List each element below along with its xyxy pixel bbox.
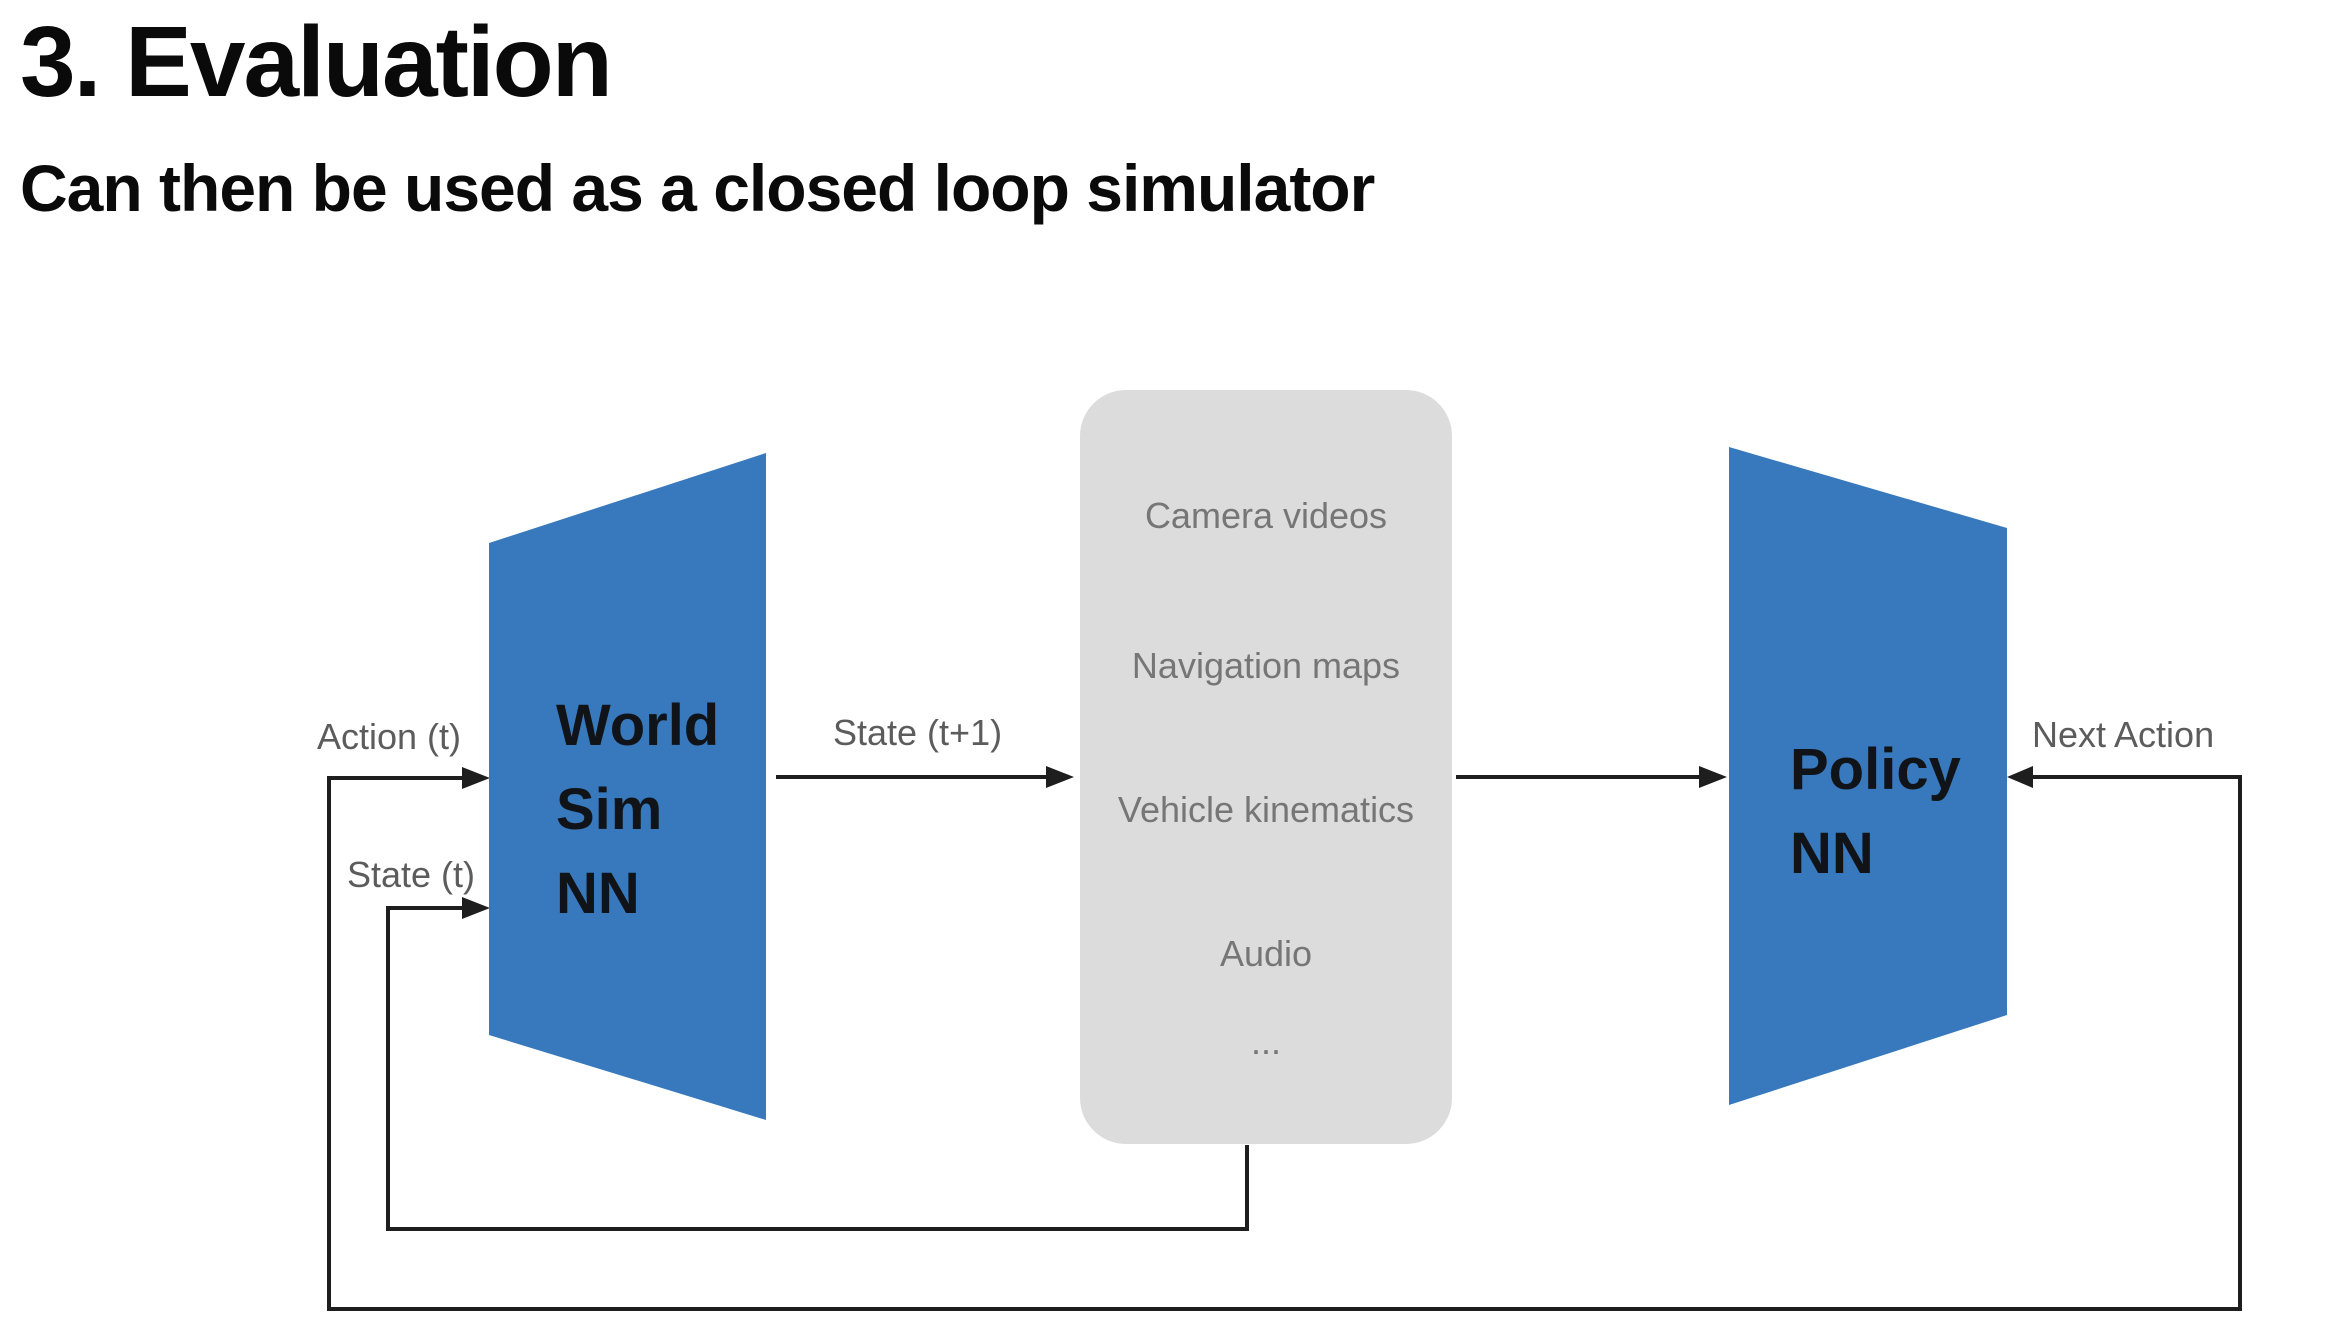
state-panel-item: Audio — [1219, 933, 1313, 974]
policy-label-line: Policy — [1790, 737, 1961, 802]
world-sim-label-line: Sim — [556, 777, 663, 842]
world-sim-trapezoid — [489, 453, 766, 1120]
policy-trapezoid — [1729, 447, 2007, 1105]
next-action-loop-line — [327, 775, 2242, 1311]
policy-output-arrowhead — [2007, 766, 2033, 788]
state-panel: Camera videos Navigation maps Vehicle ki… — [1080, 390, 1452, 1144]
action-t-arrowhead — [462, 767, 490, 789]
action-t-label: Action (t) — [317, 716, 462, 757]
state-t1-label: State (t+1) — [833, 712, 1003, 753]
state-t-arrowhead — [462, 897, 490, 919]
world-sim-label: World Sim NN — [556, 684, 719, 936]
policy-input-arrowhead — [1699, 766, 1727, 788]
state-panel-item: Vehicle kinematics — [1117, 789, 1415, 830]
world-sim-label-line: World — [556, 693, 720, 758]
state-t1-arrowhead — [1046, 766, 1074, 788]
state-feedback-loop-line — [386, 906, 1249, 1231]
policy-label-line: NN — [1790, 821, 1874, 886]
state-panel-item: Navigation maps — [1131, 645, 1401, 686]
state-t-label: State (t) — [347, 854, 476, 895]
next-action-label: Next Action — [2032, 714, 2215, 755]
state-panel-item: ... — [1250, 1021, 1281, 1062]
state-panel-item: Camera videos — [1144, 495, 1388, 536]
policy-label: Policy NN — [1790, 728, 1961, 896]
page-title: 3. Evaluation — [20, 6, 613, 118]
page-subtitle: Can then be used as a closed loop simula… — [20, 151, 1375, 225]
world-sim-label-line: NN — [556, 861, 640, 926]
